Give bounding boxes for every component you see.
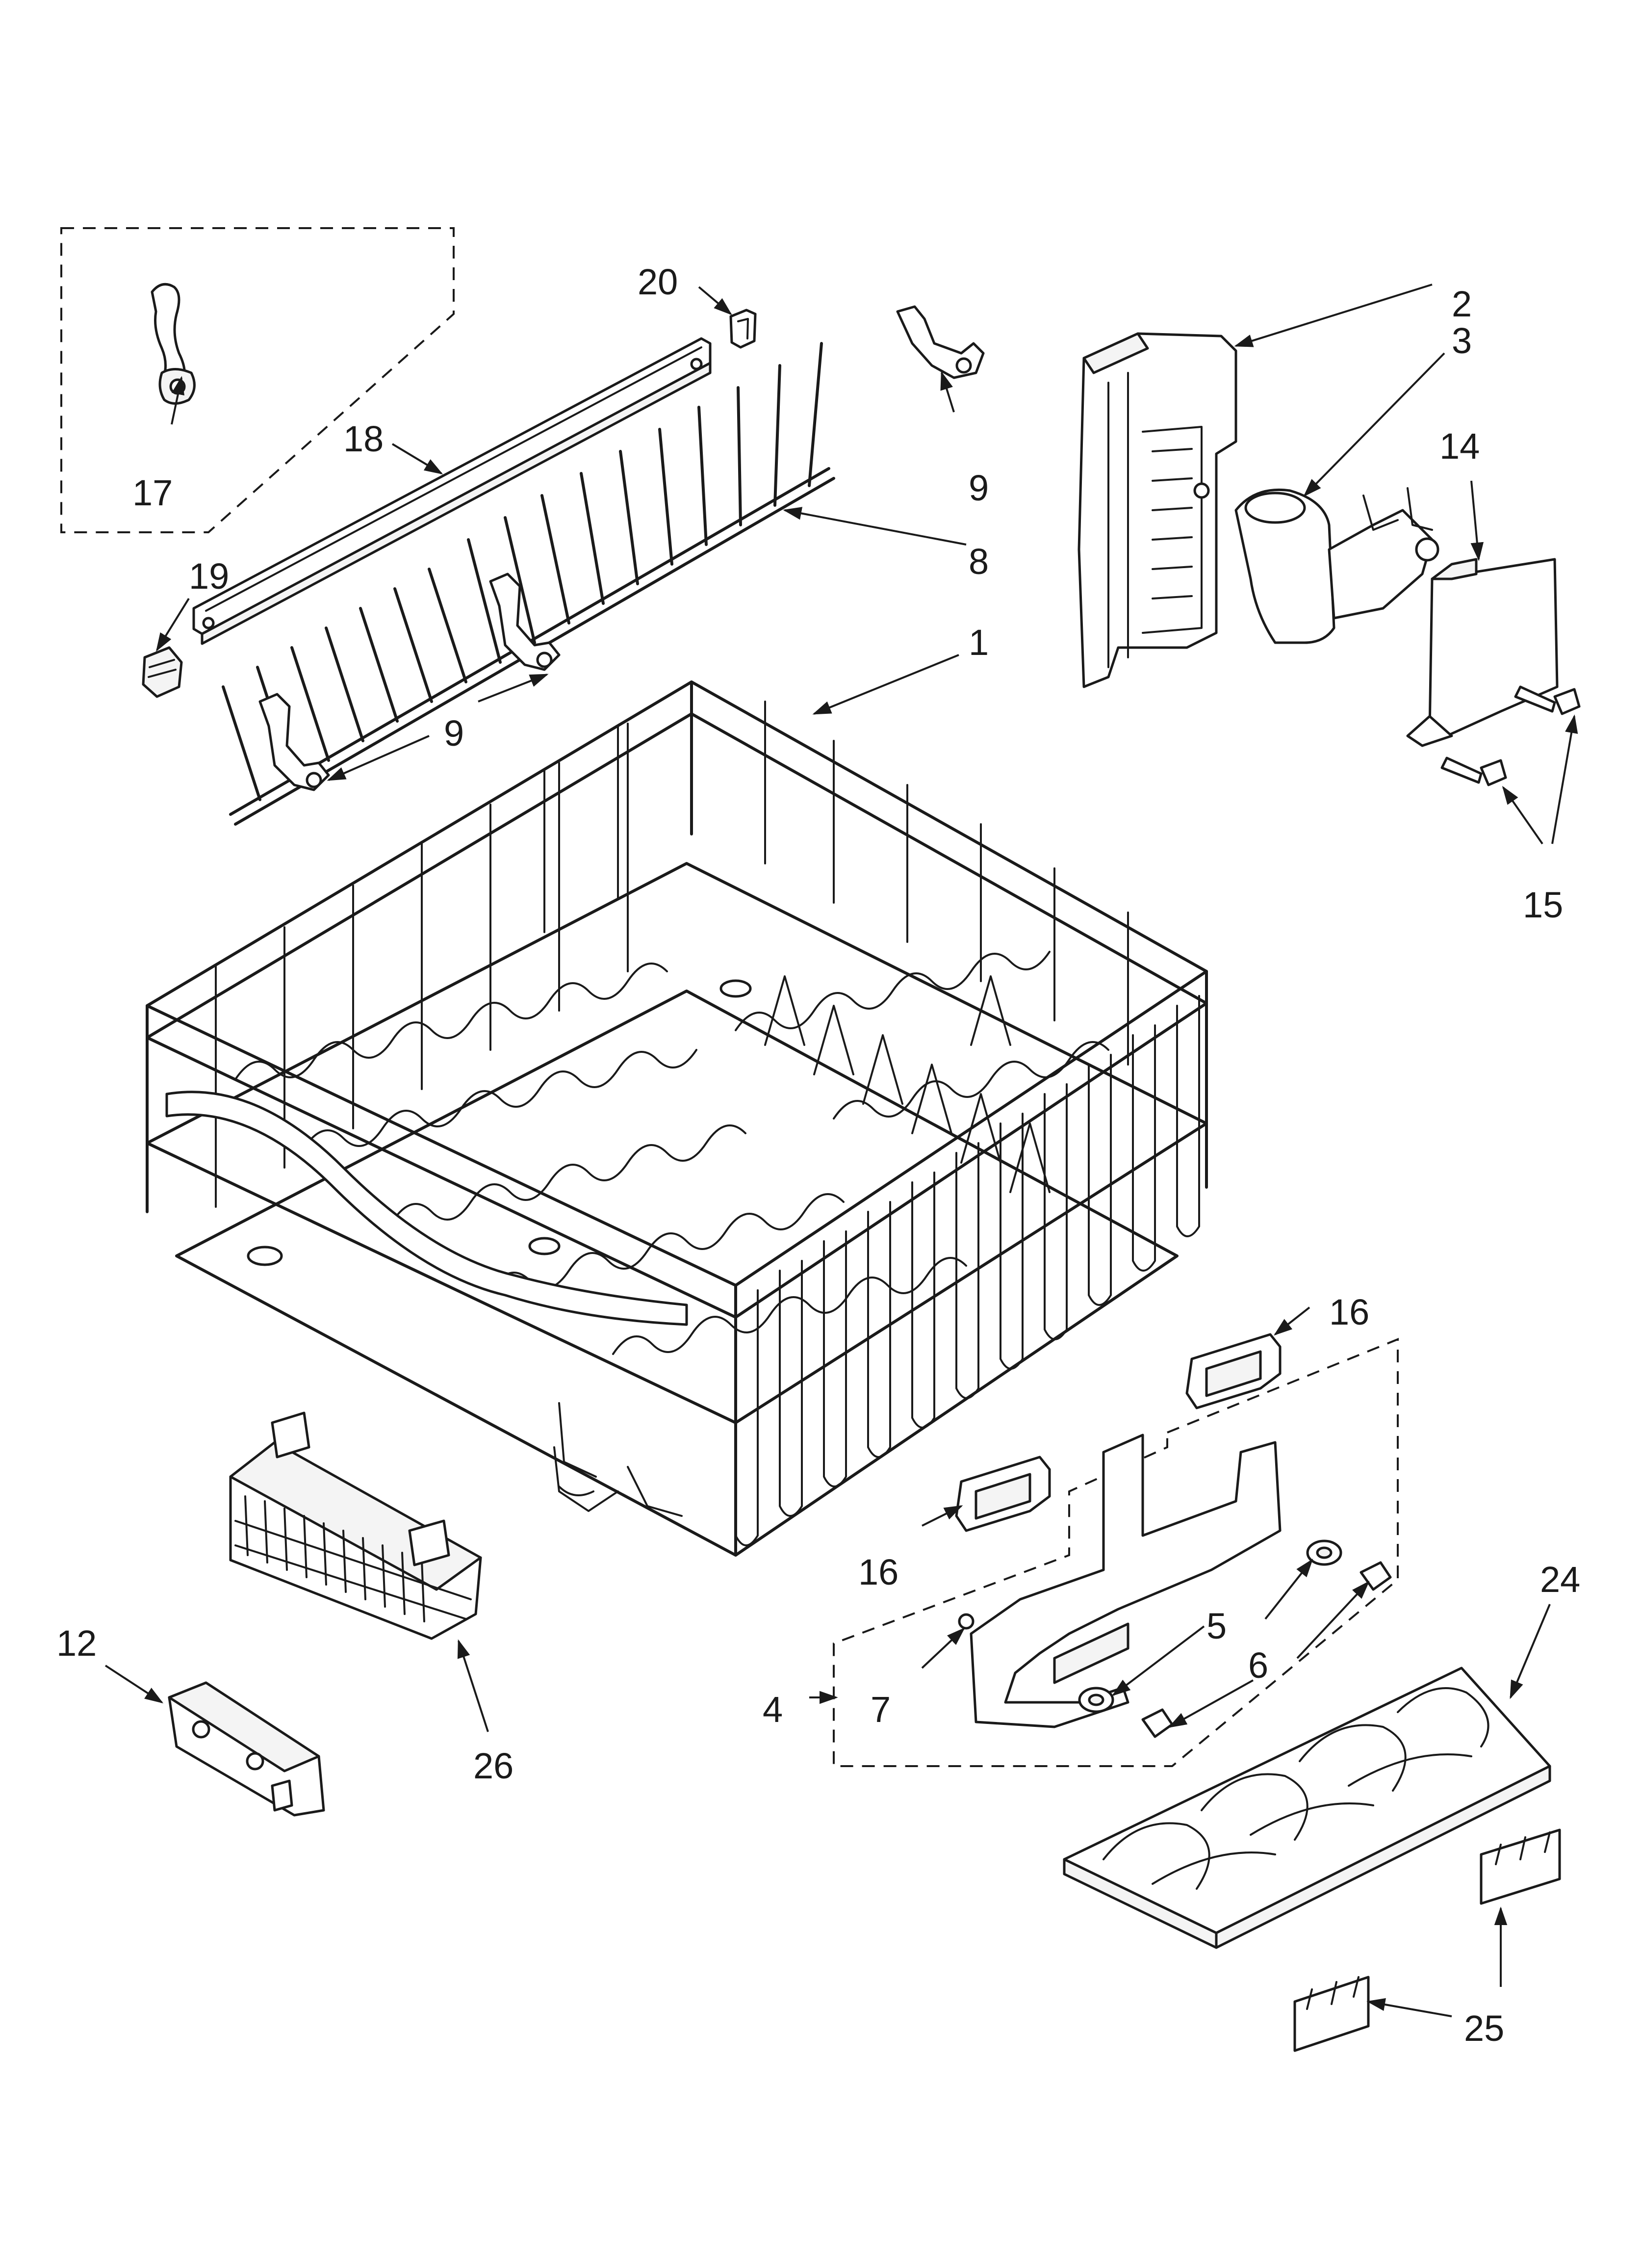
label-part-24: 24 <box>1540 1559 1580 1600</box>
label-part-5: 5 <box>1206 1606 1227 1646</box>
part-16-clip-upper <box>1185 1333 1282 1409</box>
part-17-clip <box>151 283 196 405</box>
part-18-rail <box>192 337 712 645</box>
leader-lines <box>104 284 1578 2017</box>
label-part-19: 19 <box>189 556 229 597</box>
label-part-16-top: 16 <box>1329 1292 1369 1332</box>
label-part-8: 8 <box>969 541 989 582</box>
label-part-1: 1 <box>969 622 989 663</box>
part-8-tine-row <box>222 342 835 826</box>
part-7-pin <box>958 1613 975 1630</box>
part-14-cover <box>1406 558 1559 747</box>
label-part-20: 20 <box>638 261 678 302</box>
part-9-clip-middle <box>489 573 561 671</box>
part-9-clip-top <box>896 305 985 379</box>
part-9-clip-left <box>258 693 330 791</box>
label-part-16-bottom: 16 <box>858 1552 898 1592</box>
part-16-clip-lower <box>955 1456 1051 1532</box>
label-part-14: 14 <box>1439 426 1480 467</box>
part-20-clip <box>729 309 757 349</box>
part-15-screw-right <box>1514 685 1581 715</box>
label-part-26: 26 <box>473 1746 513 1786</box>
adjuster-arm-assembly-outline <box>833 1338 1399 1767</box>
part-12-bracket <box>168 1681 325 1817</box>
label-part-2: 2 <box>1452 284 1472 324</box>
part-19-knob <box>142 646 183 698</box>
part-5-wheel-lower <box>1078 1687 1114 1713</box>
label-part-9-bottom: 9 <box>444 713 464 754</box>
part-3-adjuster-handle <box>1234 487 1439 644</box>
part-15-screw-left <box>1440 756 1507 786</box>
label-part-4: 4 <box>763 1689 783 1730</box>
label-part-17: 17 <box>132 472 173 513</box>
part-25-clip-right <box>1480 1828 1561 1905</box>
label-part-9-top: 9 <box>969 468 989 508</box>
part-5-wheel-upper <box>1306 1539 1342 1566</box>
label-part-18: 18 <box>343 418 384 459</box>
part-25-clip-left <box>1293 1976 1370 2052</box>
label-part-6: 6 <box>1248 1645 1268 1686</box>
label-part-12: 12 <box>56 1623 97 1664</box>
part-6-axle-lower <box>1141 1708 1174 1738</box>
callout-labels: 17 18 20 9 8 19 9 1 2 3 14 15 16 16 5 6 … <box>56 261 1580 2049</box>
label-part-7: 7 <box>871 1689 891 1730</box>
part-1-upper-rack <box>146 680 1208 1557</box>
part-2-adjuster-housing <box>1078 332 1237 688</box>
label-part-3: 3 <box>1452 320 1472 361</box>
part-26-basket <box>229 1411 482 1640</box>
label-part-25: 25 <box>1464 2008 1504 2049</box>
label-part-15: 15 <box>1523 885 1563 925</box>
part-24-carrier <box>1063 1667 1551 1949</box>
wash-arm-clip-group-outline <box>60 227 455 533</box>
part-4-adjuster-arm <box>970 1434 1282 1728</box>
